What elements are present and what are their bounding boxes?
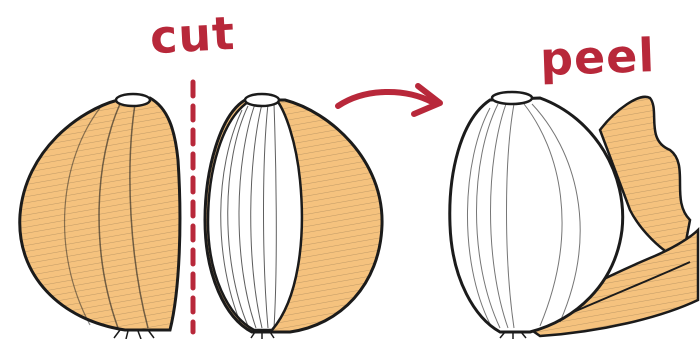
peel-label: peel — [539, 28, 656, 86]
onion-peeled — [450, 92, 698, 339]
onion-half-with-skin — [20, 94, 180, 339]
curved-arrow-icon — [338, 86, 440, 114]
cut-label: cut — [149, 6, 237, 64]
onion-half-cut — [205, 94, 382, 339]
